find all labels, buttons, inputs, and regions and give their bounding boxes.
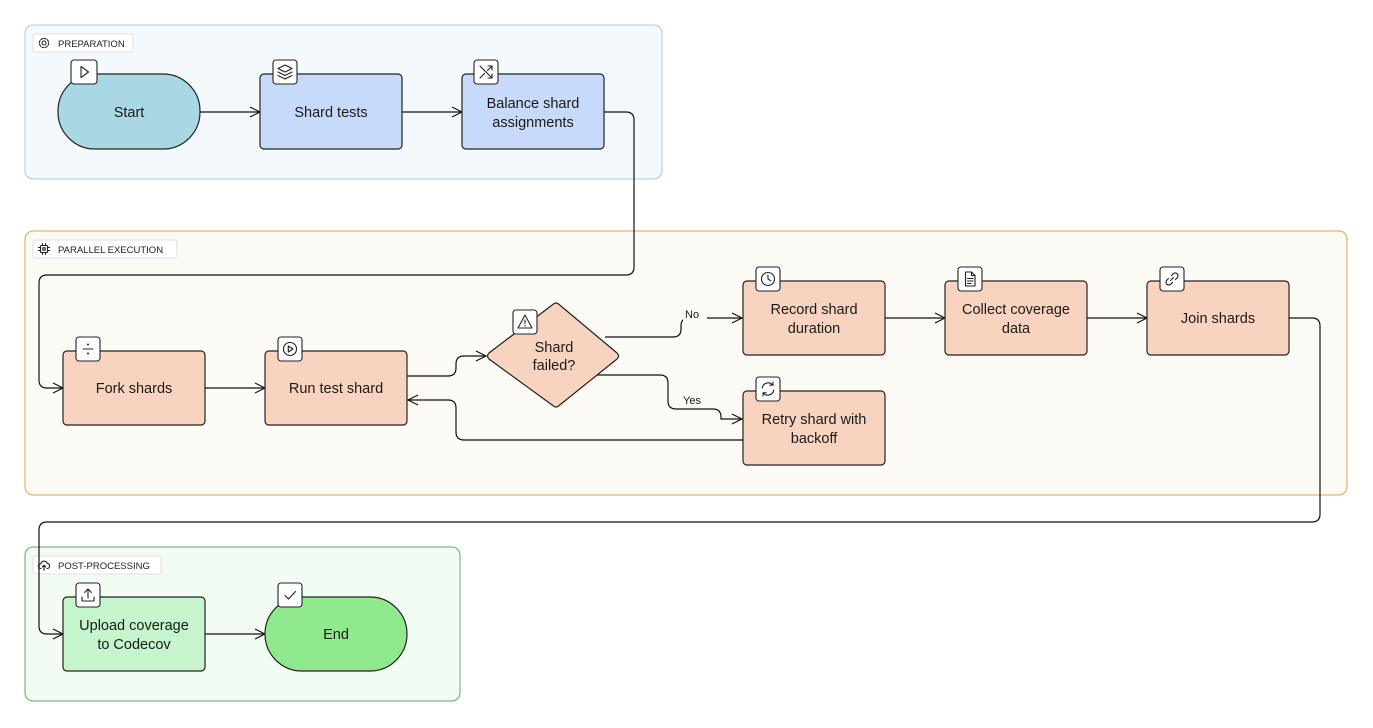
svg-text:Run test shard: Run test shard — [289, 381, 383, 397]
node-balance-label: Balance shard assignments — [487, 96, 580, 131]
node-shard-tests[interactable]: Shard tests — [259, 59, 403, 150]
node-fork-label: Fork shards — [96, 381, 173, 397]
svg-text:Yes: Yes — [683, 395, 701, 407]
play-icon — [70, 59, 98, 85]
node-record-label: Record shard duration — [770, 302, 857, 337]
node-end[interactable]: End — [264, 582, 408, 672]
edge-label-no: No — [683, 307, 707, 321]
svg-text:End: End — [323, 627, 349, 643]
svg-text:Shard: Shard — [535, 340, 574, 356]
edge-balance-to-fork — [38, 111, 635, 388]
svg-text:failed?: failed? — [533, 358, 576, 374]
svg-text:backoff: backoff — [791, 431, 838, 447]
clock-icon — [755, 266, 781, 292]
node-decision-label: Shard failed? — [533, 340, 576, 374]
group-post-tag: POST-PROCESSING — [32, 555, 162, 575]
node-fork-shards[interactable]: Fork shards — [62, 336, 206, 426]
node-balance-shard-assignments[interactable]: Balance shard assignments — [461, 59, 605, 150]
group-parallel-execution: PARALLEL EXECUTION — [24, 230, 1348, 496]
group-post-label: POST-PROCESSING — [58, 561, 150, 572]
node-join-shards[interactable]: Join shards — [1146, 266, 1290, 356]
file-text-icon — [957, 266, 983, 292]
gear-icon — [38, 37, 50, 49]
node-end-label: End — [323, 627, 349, 643]
link-icon — [1159, 266, 1185, 292]
edge-label-yes: Yes — [681, 393, 708, 407]
edge-join-to-upload — [38, 317, 1321, 634]
check-icon — [277, 582, 303, 608]
group-parallel-label: PARALLEL EXECUTION — [58, 245, 163, 256]
svg-text:Shard tests: Shard tests — [294, 105, 367, 121]
svg-text:No: No — [685, 309, 699, 321]
cpu-icon — [37, 242, 51, 256]
edges: No Yes — [38, 111, 1321, 634]
node-record-shard-duration[interactable]: Record shard duration — [742, 266, 886, 356]
shuffle-icon — [473, 59, 499, 85]
svg-text:duration: duration — [788, 321, 840, 337]
group-parallel-tag: PARALLEL EXECUTION — [32, 239, 178, 259]
group-preparation-tag: PREPARATION — [32, 33, 134, 53]
warning-icon — [512, 309, 538, 335]
svg-text:Balance shard: Balance shard — [487, 96, 580, 112]
play-circle-icon — [277, 336, 303, 362]
edge-decision-yes-to-retry — [586, 374, 742, 419]
layers-icon — [272, 59, 298, 85]
svg-text:assignments: assignments — [492, 115, 573, 131]
node-join-label: Join shards — [1181, 311, 1255, 327]
node-retry-shard-with-backoff[interactable]: Retry shard with backoff — [742, 376, 886, 466]
node-upload-coverage[interactable]: Upload coverage to Codecov — [62, 582, 206, 672]
svg-text:Start: Start — [114, 105, 145, 121]
node-upload-label: Upload coverage to Codecov — [79, 618, 189, 653]
group-preparation-label: PREPARATION — [58, 39, 125, 50]
svg-text:Upload coverage: Upload coverage — [79, 618, 189, 634]
node-start[interactable]: Start — [57, 59, 201, 150]
svg-text:Join shards: Join shards — [1181, 311, 1255, 327]
svg-text:Collect coverage: Collect coverage — [962, 302, 1070, 318]
edge-retry-to-run — [408, 400, 743, 441]
divide-icon — [75, 336, 101, 362]
svg-text:Fork shards: Fork shards — [96, 381, 173, 397]
node-retry-label: Retry shard with backoff — [762, 412, 867, 447]
node-collect-label: Collect coverage data — [962, 302, 1070, 337]
node-shard-failed-decision[interactable]: Shard failed? — [486, 302, 620, 408]
node-run-label: Run test shard — [289, 381, 383, 397]
refresh-icon — [755, 376, 781, 402]
svg-text:Retry shard with: Retry shard with — [762, 412, 867, 428]
svg-text:data: data — [1002, 321, 1031, 337]
upload-icon — [75, 582, 101, 608]
node-collect-coverage-data[interactable]: Collect coverage data — [944, 266, 1088, 356]
nodes: Start Shard tests Balance shard assignme… — [57, 59, 1290, 672]
edge-run-to-decision — [407, 356, 486, 377]
node-start-label: Start — [114, 105, 145, 121]
node-shard-tests-label: Shard tests — [294, 105, 367, 121]
node-run-test-shard[interactable]: Run test shard — [264, 336, 408, 426]
svg-text:to Codecov: to Codecov — [97, 637, 171, 653]
svg-text:Record shard: Record shard — [770, 302, 857, 318]
